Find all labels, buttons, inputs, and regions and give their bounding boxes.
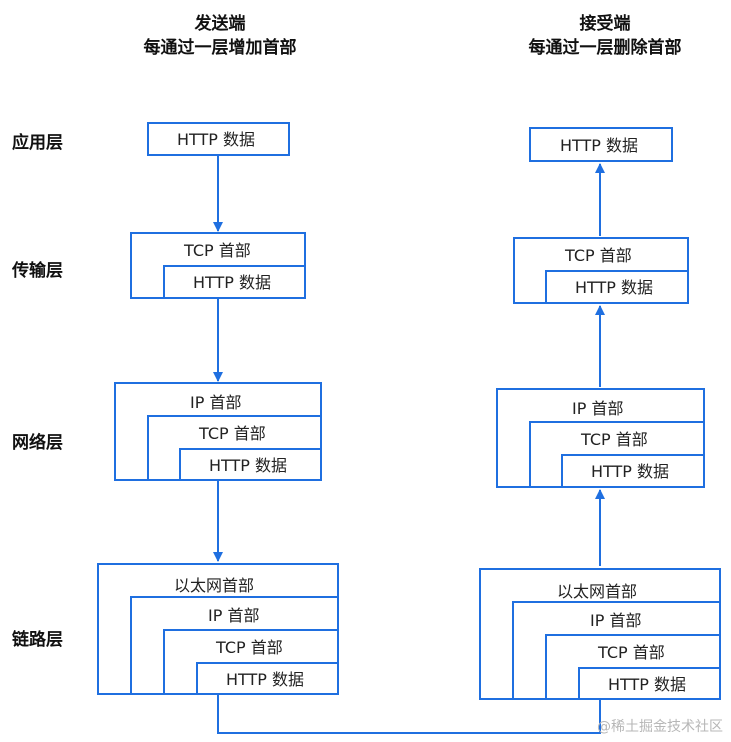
sender-title-line1: 发送端 [194,14,246,34]
sender-title-line2: 每通过一层增加首部 [143,38,297,58]
receiver-network-http-box: HTTP 数据 [561,454,705,488]
sender-network-http-label: HTTP 数据 [209,456,288,475]
receiver-transport-http-box: HTTP 数据 [545,270,689,304]
receiver-title-line2: 每通过一层删除首部 [528,38,682,58]
receiver-app-http-label: HTTP 数据 [560,136,639,155]
sender-app-http-label: HTTP 数据 [177,130,256,149]
receiver-transport-http-label: HTTP 数据 [575,278,654,297]
receiver-link-ip-label: IP 首部 [590,611,642,630]
layer-label-network: 网络层 [12,433,63,453]
receiver-network-tcp-label: TCP 首部 [581,430,648,449]
sender-link-http-label: HTTP 数据 [226,670,305,689]
sender-app-http-box: HTTP 数据 [147,122,290,156]
layer-label-link: 链路层 [12,630,63,650]
sender-transport-http-box: HTTP 数据 [163,265,306,299]
watermark: @稀土掘金技术社区 [597,719,723,735]
sender-link-http-box: HTTP 数据 [196,662,339,695]
receiver-link-tcp-label: TCP 首部 [598,643,665,662]
sender-link-ip-label: IP 首部 [208,606,260,625]
sender-link-eth-label: 以太网首部 [174,576,255,595]
sender-transport-tcp-label: TCP 首部 [184,241,251,260]
sender-network-ip-label: IP 首部 [190,393,242,412]
receiver-link-http-label: HTTP 数据 [608,675,687,694]
sender-link-tcp-label: TCP 首部 [216,638,283,657]
receiver-title: 接受端 每通过一层删除首部 [500,12,710,60]
layer-label-transport: 传输层 [12,261,63,281]
sender-network-http-box: HTTP 数据 [179,448,322,481]
receiver-transport-tcp-label: TCP 首部 [565,246,632,265]
receiver-app-http-box: HTTP 数据 [529,127,673,162]
sender-transport-http-label: HTTP 数据 [193,273,272,292]
receiver-network-http-label: HTTP 数据 [591,462,670,481]
receiver-link-eth-label: 以太网首部 [557,582,638,601]
sender-network-tcp-label: TCP 首部 [199,424,266,443]
layer-label-application: 应用层 [12,133,63,153]
physical-link-line [217,694,601,734]
receiver-title-line1: 接受端 [579,14,631,34]
receiver-link-http-box: HTTP 数据 [578,667,721,700]
sender-title: 发送端 每通过一层增加首部 [120,12,320,60]
receiver-network-ip-label: IP 首部 [572,399,624,418]
